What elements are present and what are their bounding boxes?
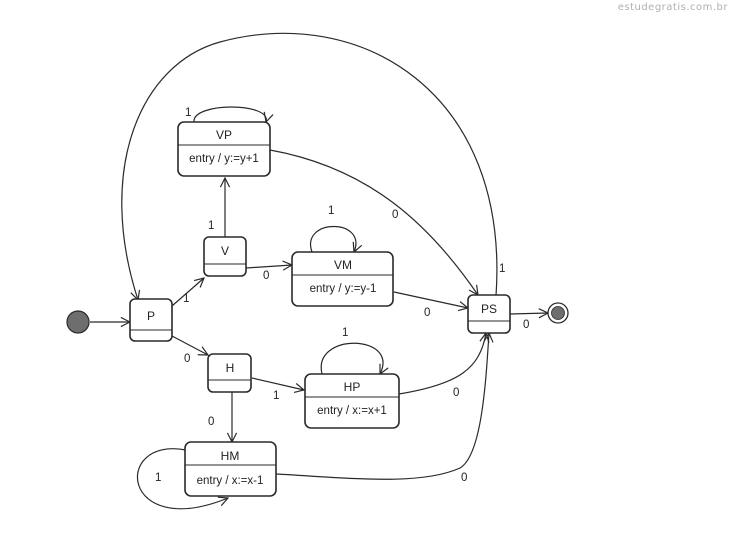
label-HM-PS: 0	[461, 472, 467, 484]
state-VP-action: entry / y:=y+1	[189, 153, 259, 165]
state-V-name: V	[221, 244, 229, 258]
label-PS-final: 0	[523, 319, 529, 331]
transition-HM-PS	[275, 333, 489, 480]
transition-P-V	[171, 278, 204, 307]
state-HM-name: HM	[221, 449, 240, 463]
state-HP-name: HP	[344, 380, 361, 394]
label-H-HM: 0	[208, 416, 214, 428]
transition-VP-VP	[193, 106, 266, 122]
state-HP: HP entry / x:=x+1	[304, 373, 400, 429]
label-P-H: 0	[184, 353, 190, 365]
state-VM-name: VM	[334, 258, 352, 272]
state-VP-name: VP	[216, 128, 232, 142]
watermark: estudegratis.com.br	[617, 2, 728, 13]
state-V: V	[203, 236, 247, 277]
label-VM-PS: 0	[424, 307, 430, 319]
transition-labels: 1 0 1 0 1 0 1 0 1 0 1 0 1 0 1 0	[155, 107, 529, 484]
label-HM-HM: 1	[155, 472, 161, 484]
initial-state	[66, 310, 90, 334]
state-P: P	[129, 298, 173, 342]
state-HM: HM entry / x:=x-1	[184, 441, 277, 497]
transition-V-VM	[245, 265, 292, 268]
label-HP-HP: 1	[342, 327, 348, 339]
label-VP-PS: 0	[392, 209, 398, 221]
state-VP: VP entry / y:=y+1	[177, 121, 271, 177]
state-HM-action: entry / x:=x-1	[197, 475, 264, 487]
label-HP-PS: 0	[453, 387, 459, 399]
state-PS: PS	[467, 294, 511, 334]
state-VM: VM entry / y:=y-1	[291, 251, 394, 307]
transition-VM-VM	[309, 225, 356, 253]
final-state	[547, 302, 569, 324]
state-P-name: P	[147, 309, 155, 323]
transitions	[90, 32, 548, 510]
transition-HP-HP	[320, 342, 383, 374]
state-HP-action: entry / x:=x+1	[317, 405, 387, 417]
transition-PS-final	[509, 313, 548, 314]
label-VM-VM: 1	[328, 205, 334, 217]
transition-HM-HM	[136, 448, 228, 510]
label-V-VP: 1	[208, 220, 214, 232]
state-H: H	[207, 353, 252, 393]
state-PS-name: PS	[481, 302, 497, 316]
transition-VM-PS	[393, 291, 468, 308]
transition-VP-PS	[269, 149, 478, 295]
transition-PS-P	[121, 32, 498, 300]
transition-P-H	[171, 335, 208, 355]
state-H-name: H	[226, 361, 235, 375]
transition-H-HP	[251, 377, 304, 390]
transition-HP-PS	[398, 333, 486, 395]
label-H-HP: 1	[273, 390, 279, 402]
label-P-V: 1	[183, 293, 189, 305]
label-VP-VP: 1	[185, 107, 191, 119]
label-PS-P: 1	[499, 263, 505, 275]
label-V-VM: 0	[263, 270, 269, 282]
state-VM-action: entry / y:=y-1	[310, 283, 377, 295]
